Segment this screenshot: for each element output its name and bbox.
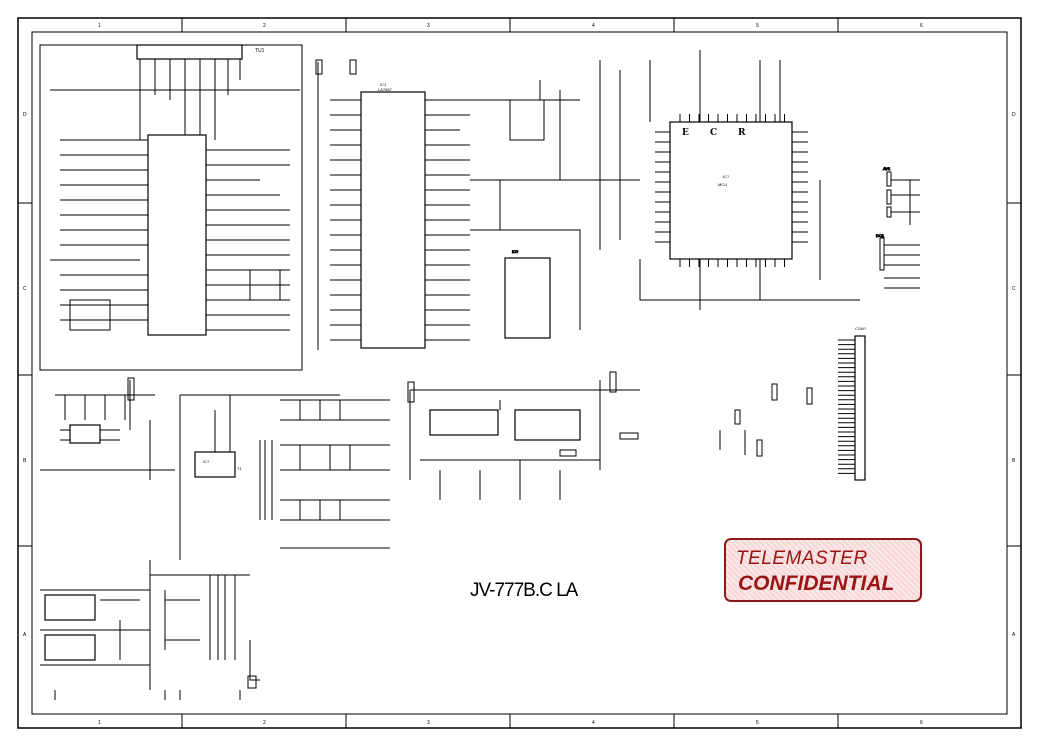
deflection-section (40, 560, 260, 700)
mcu-letter-r: R (738, 128, 746, 138)
smps-section: IC? T1 (179, 394, 390, 560)
row-marker: A (1012, 632, 1016, 638)
power-ic-label: IC? (203, 459, 210, 464)
ic1-label: IC1 (380, 82, 387, 87)
av-jacks: AV1 DC1 (876, 166, 920, 289)
mcu-letter-c: C (710, 128, 717, 138)
connector-label: CON? (855, 326, 867, 331)
col-marker: 5 (756, 720, 759, 726)
col-marker: 4 (592, 720, 595, 726)
main-connector: CON? (838, 326, 867, 481)
col-marker: 6 (920, 23, 923, 29)
row-marker: C (1012, 286, 1016, 292)
col-marker: 2 (263, 23, 266, 29)
column-grid (18, 18, 1021, 728)
ic1-block: IC1 LA7687 (315, 59, 426, 350)
model-title: JV-777B.C LA (470, 580, 578, 601)
outer-border (17, 17, 1022, 729)
col-marker: 6 (920, 720, 923, 726)
mcu-body (669, 121, 793, 260)
mcu-part: MCU (718, 182, 727, 187)
row-marker: D (1012, 112, 1016, 118)
col-marker: 2 (263, 720, 266, 726)
stamp-line-2: CONFIDENTIAL (738, 572, 895, 595)
ic1-right-network: IC? (425, 80, 640, 341)
col-marker: 1 (98, 23, 101, 29)
ic1-body (360, 91, 426, 349)
power-ic-body (194, 451, 236, 478)
col-marker: 5 (756, 23, 759, 29)
column-markers: 1 2 3 4 5 6 1 2 3 4 5 6 (98, 23, 923, 726)
inner-border (31, 31, 1008, 715)
logic-section (407, 371, 640, 500)
dc1-label: DC1 (876, 233, 885, 238)
tuner-module (136, 44, 243, 60)
row-marker: C (23, 286, 27, 292)
ic1-part: LA7687 (378, 87, 393, 92)
flyback-label: T1 (237, 466, 242, 471)
misc-components (719, 383, 813, 457)
audio-ic-label: IC? (512, 249, 519, 254)
stamp-line-1: TELEMASTER (736, 548, 868, 569)
col-marker: 1 (98, 720, 101, 726)
row-marker: D (23, 112, 27, 118)
mcu-block: E C R IC? MCU (599, 50, 860, 310)
row-marker: B (23, 458, 27, 464)
row-markers: D C B A D C B A (23, 112, 1016, 638)
mcu-label: IC? (723, 174, 730, 179)
tuner-section: TU1 (39, 44, 303, 371)
col-marker: 3 (427, 23, 430, 29)
tuner-label: TU1 (255, 48, 265, 54)
confidential-stamp: TELEMASTER CONFIDENTIAL (724, 538, 922, 602)
if-ic (147, 134, 207, 336)
regulator-section (40, 377, 175, 480)
mcu-letter-e: E (682, 128, 689, 138)
row-marker: A (23, 632, 27, 638)
col-marker: 3 (427, 720, 430, 726)
row-marker: B (1012, 458, 1016, 464)
av1-label: AV1 (883, 166, 891, 171)
col-marker: 4 (592, 23, 595, 29)
